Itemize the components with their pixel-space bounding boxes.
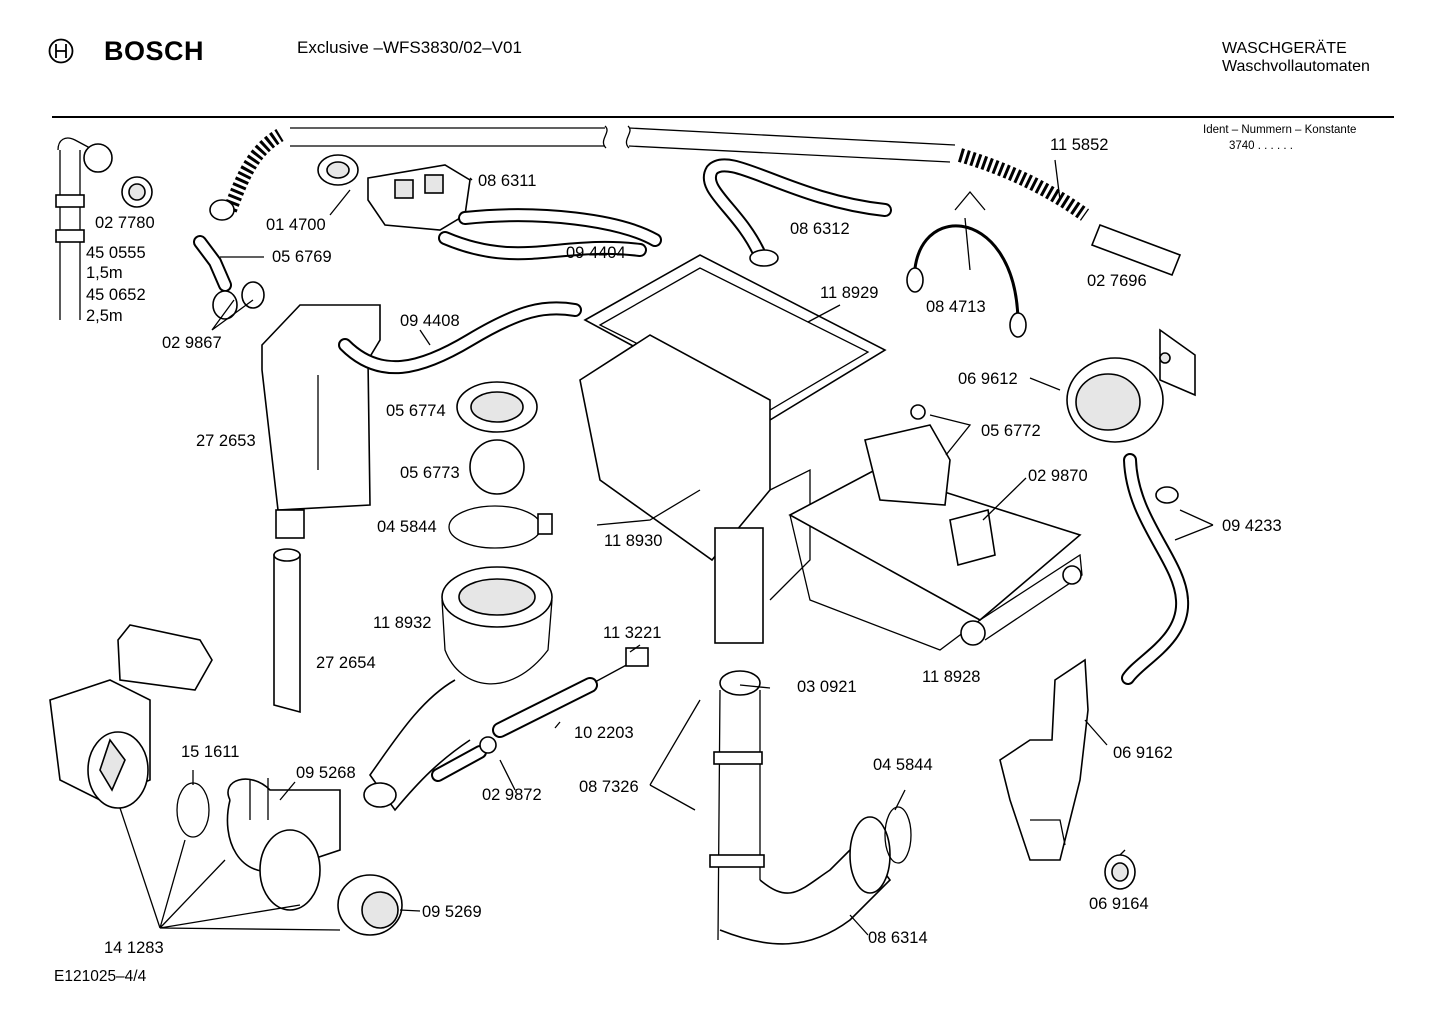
hose-272654-drawing [273,548,301,714]
label-069164: 06 9164 [1089,895,1149,913]
ident-title: Ident – Nummern – Konstante [1203,124,1357,136]
label-056772: 05 6772 [981,422,1041,440]
label-056769: 05 6769 [272,248,332,266]
label-056773: 05 6773 [400,464,460,482]
label-450555: 45 0555 [86,244,146,262]
label-118928: 11 8928 [922,668,980,686]
clamp-drawing [912,224,1020,321]
label-069612: 06 9612 [958,370,1018,388]
brand-name: BOSCH [104,36,205,66]
hose-clamp-drawing-b [884,806,912,864]
label-086312: 08 6312 [790,220,850,238]
label-113221: 11 3221 [603,624,661,642]
leader-lines [119,159,1214,936]
model-title: Exclusive –WFS3830/02–V01 [297,38,522,57]
label-095268: 09 5268 [296,764,356,782]
label-027780: 02 7780 [95,214,155,232]
label-086314: 08 6314 [868,929,928,947]
inlet-hose-drawing [223,125,1182,277]
label-069162: 06 9162 [1113,744,1173,762]
label-094233: 09 4233 [1222,517,1282,535]
label-029872: 02 9872 [482,786,542,804]
label-045844-lower: 04 5844 [873,756,933,774]
part-drawings [49,125,1196,945]
selector-switch-drawing [1066,328,1196,443]
bosch-logo-icon [48,38,74,64]
label-length-2-5m: 2,5m [86,307,123,325]
drain-hose-drawing [55,137,153,320]
plug-113221-drawing [625,647,649,667]
label-029867: 02 9867 [162,334,222,352]
category-line-1: WASCHGERÄTE [1222,40,1347,57]
sump-drawing [363,566,553,812]
nozzle-drawing [209,154,359,221]
label-118932: 11 8932 [373,614,431,632]
header-divider [52,116,1394,118]
label-084713: 08 4713 [926,298,986,316]
valve-drawing [367,164,471,231]
label-272654: 27 2654 [316,654,376,672]
label-094404: 09 4404 [566,244,626,262]
hose-clamp-drawing-a [448,505,542,549]
label-094408: 09 4408 [400,312,460,330]
label-272653: 27 2653 [196,432,256,450]
label-095269: 09 5269 [422,903,482,921]
dispenser-drawer-drawing [788,404,1083,651]
label-086311: 08 6311 [478,172,536,190]
label-027696: 02 7696 [1087,272,1147,290]
elbow-seal-drawing [193,235,265,320]
label-056774: 05 6774 [386,402,446,420]
label-118929: 11 8929 [820,284,878,302]
label-length-1-5m: 1,5m [86,264,123,282]
label-045844-upper: 04 5844 [377,518,437,536]
ball-drawing [469,439,525,495]
label-151611: 15 1611 [181,743,239,761]
label-014700: 01 4700 [266,216,326,234]
label-087326: 08 7326 [579,778,639,796]
ident-value: 3740 . . . . . . [1229,140,1293,152]
label-141283: 14 1283 [104,939,164,957]
label-115852: 11 5852 [1050,136,1108,154]
label-450652: 45 0652 [86,286,146,304]
drawing-code: E121025–4/4 [54,968,147,985]
label-029870: 02 9870 [1028,467,1088,485]
label-102203: 10 2203 [574,724,634,742]
dispenser-tank-drawing [261,304,381,539]
part-labels: 02 7780 45 0555 1,5m 45 0652 2,5m 02 986… [86,136,1282,957]
drain-pipe-drawing [709,670,892,945]
detergent-drawer-drawing [579,254,887,644]
category-line-2: Waschvollautomaten [1222,58,1370,75]
label-030921: 03 0921 [797,678,857,696]
label-118930: 11 8930 [604,532,662,550]
pump-group-drawing [49,624,403,936]
bracket-069162-drawing [999,658,1089,861]
